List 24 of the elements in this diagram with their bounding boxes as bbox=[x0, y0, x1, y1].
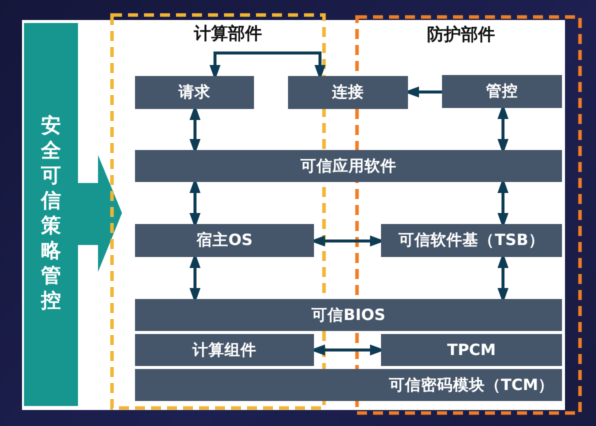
frame-title: 防护部件 bbox=[427, 25, 495, 46]
block-label: 计算组件 bbox=[192, 340, 256, 360]
frame-title: 计算部件 bbox=[194, 24, 262, 44]
block-label: 可信密码模块（TCM） bbox=[388, 376, 554, 394]
component-block bbox=[135, 369, 562, 401]
component-block bbox=[381, 224, 562, 257]
policy-arrow bbox=[24, 23, 122, 406]
component-block bbox=[135, 76, 254, 109]
component-block bbox=[135, 334, 314, 366]
component-block bbox=[135, 150, 562, 182]
block-label: 可信BIOS bbox=[312, 306, 386, 324]
component-block bbox=[381, 334, 562, 366]
component-block bbox=[442, 75, 562, 108]
block-label: TPCM bbox=[447, 340, 496, 360]
block-label: 请求 bbox=[178, 83, 210, 102]
block-label: 宿主OS bbox=[196, 231, 253, 250]
block-label: 可信应用软件 bbox=[300, 156, 396, 176]
arrow-label: 安全可信策略管控 bbox=[41, 113, 61, 313]
block-label: 管控 bbox=[486, 82, 518, 101]
block-label: 连接 bbox=[332, 83, 364, 102]
block-label: 可信软件基（TSB） bbox=[398, 231, 544, 250]
component-block bbox=[135, 224, 314, 257]
component-block bbox=[135, 299, 562, 331]
component-block bbox=[288, 76, 408, 109]
